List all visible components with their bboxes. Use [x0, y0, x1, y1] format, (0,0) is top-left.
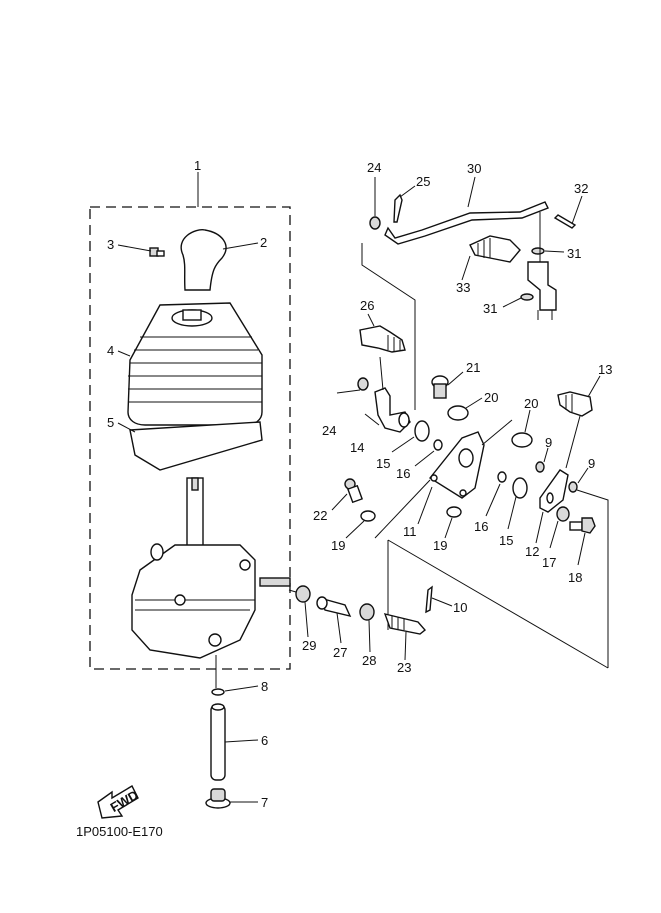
- bolt-22[interactable]: [344, 478, 363, 504]
- shaft-part[interactable]: [210, 703, 226, 781]
- lever-shaft-part: [186, 477, 204, 549]
- screw-part[interactable]: [149, 247, 165, 257]
- callout-29: 29: [302, 638, 316, 653]
- callout-4: 4: [107, 343, 114, 358]
- callout-1: 1: [194, 158, 201, 173]
- callout-5: 5: [107, 415, 114, 430]
- gasket-part[interactable]: [129, 421, 263, 471]
- nut-28[interactable]: [359, 603, 375, 621]
- knob-part[interactable]: [180, 229, 227, 291]
- mount-bracket: [527, 261, 557, 320]
- boot-part[interactable]: [127, 302, 263, 426]
- callout-16-right: 16: [474, 519, 488, 534]
- washer-31-top[interactable]: [531, 247, 545, 255]
- callout-9-right: 9: [588, 456, 595, 471]
- callout-2: 2: [260, 235, 267, 250]
- bolt-18[interactable]: [569, 517, 596, 534]
- callout-13: 13: [598, 362, 612, 377]
- washer-24-top[interactable]: [369, 216, 381, 230]
- callout-22: 22: [313, 508, 327, 523]
- callout-19-right: 19: [433, 538, 447, 553]
- spacer-27[interactable]: [316, 596, 352, 618]
- washer-17[interactable]: [556, 506, 570, 522]
- callout-16-left: 16: [396, 466, 410, 481]
- callout-15-left: 15: [376, 456, 390, 471]
- callout-32: 32: [574, 181, 588, 196]
- callout-24-lower: 24: [322, 423, 336, 438]
- callout-24-top: 24: [367, 160, 381, 175]
- callout-8: 8: [261, 679, 268, 694]
- lever-12[interactable]: [539, 469, 569, 513]
- assembly-boundary: [89, 206, 291, 670]
- callout-15-right: 15: [499, 533, 513, 548]
- cotter-pin-25[interactable]: [393, 193, 403, 223]
- collar-20-right[interactable]: [511, 432, 533, 448]
- washer-31-bottom[interactable]: [520, 293, 534, 301]
- collar-20-upper[interactable]: [447, 405, 469, 421]
- callout-9-left: 9: [545, 435, 552, 450]
- callout-17: 17: [542, 555, 556, 570]
- washer-19-right[interactable]: [446, 506, 462, 518]
- o-ring-16-left[interactable]: [433, 439, 443, 451]
- ball-joint-33[interactable]: [469, 235, 521, 263]
- callout-19-left: 19: [331, 538, 345, 553]
- pin-23[interactable]: [383, 613, 427, 635]
- washer-9-left[interactable]: [535, 461, 545, 473]
- callout-10: 10: [453, 600, 467, 615]
- callout-27: 27: [333, 645, 347, 660]
- callout-30: 30: [467, 161, 481, 176]
- callout-12: 12: [525, 544, 539, 559]
- plug-21[interactable]: [431, 375, 449, 399]
- rod-30[interactable]: [384, 201, 549, 245]
- cotter-pin-32[interactable]: [553, 214, 577, 229]
- callout-18: 18: [568, 570, 582, 585]
- callout-26: 26: [360, 298, 374, 313]
- washer-15-left[interactable]: [414, 420, 430, 442]
- callout-20-upper: 20: [484, 390, 498, 405]
- callout-7: 7: [261, 795, 268, 810]
- figure-code: 1P05100-E170: [76, 824, 163, 839]
- circlip-part[interactable]: [211, 688, 225, 696]
- ball-joint-26[interactable]: [359, 325, 406, 353]
- washer-24-lower[interactable]: [357, 377, 369, 391]
- o-ring-16-right[interactable]: [497, 471, 507, 483]
- bracket-11[interactable]: [428, 431, 485, 499]
- nut-29[interactable]: [295, 585, 311, 603]
- washer-19-left[interactable]: [360, 510, 376, 522]
- callout-25: 25: [416, 174, 430, 189]
- callout-28: 28: [362, 653, 376, 668]
- forward-arrow-icon: FWD: [97, 785, 141, 819]
- cotter-pin-10[interactable]: [425, 585, 433, 614]
- bushing-part[interactable]: [205, 788, 231, 809]
- ball-joint-13[interactable]: [557, 391, 593, 417]
- callout-23: 23: [397, 660, 411, 675]
- control-housing: [131, 543, 291, 659]
- callout-33: 33: [456, 280, 470, 295]
- callout-14: 14: [350, 440, 364, 455]
- callout-21: 21: [466, 360, 480, 375]
- callout-31-bottom: 31: [483, 301, 497, 316]
- callout-3: 3: [107, 237, 114, 252]
- callout-6: 6: [261, 733, 268, 748]
- callout-11: 11: [403, 524, 417, 539]
- callout-20-right: 20: [524, 396, 538, 411]
- callout-31-top: 31: [567, 246, 581, 261]
- washer-9-right[interactable]: [568, 481, 578, 493]
- washer-15-right[interactable]: [512, 477, 528, 499]
- arm-14[interactable]: [374, 387, 411, 433]
